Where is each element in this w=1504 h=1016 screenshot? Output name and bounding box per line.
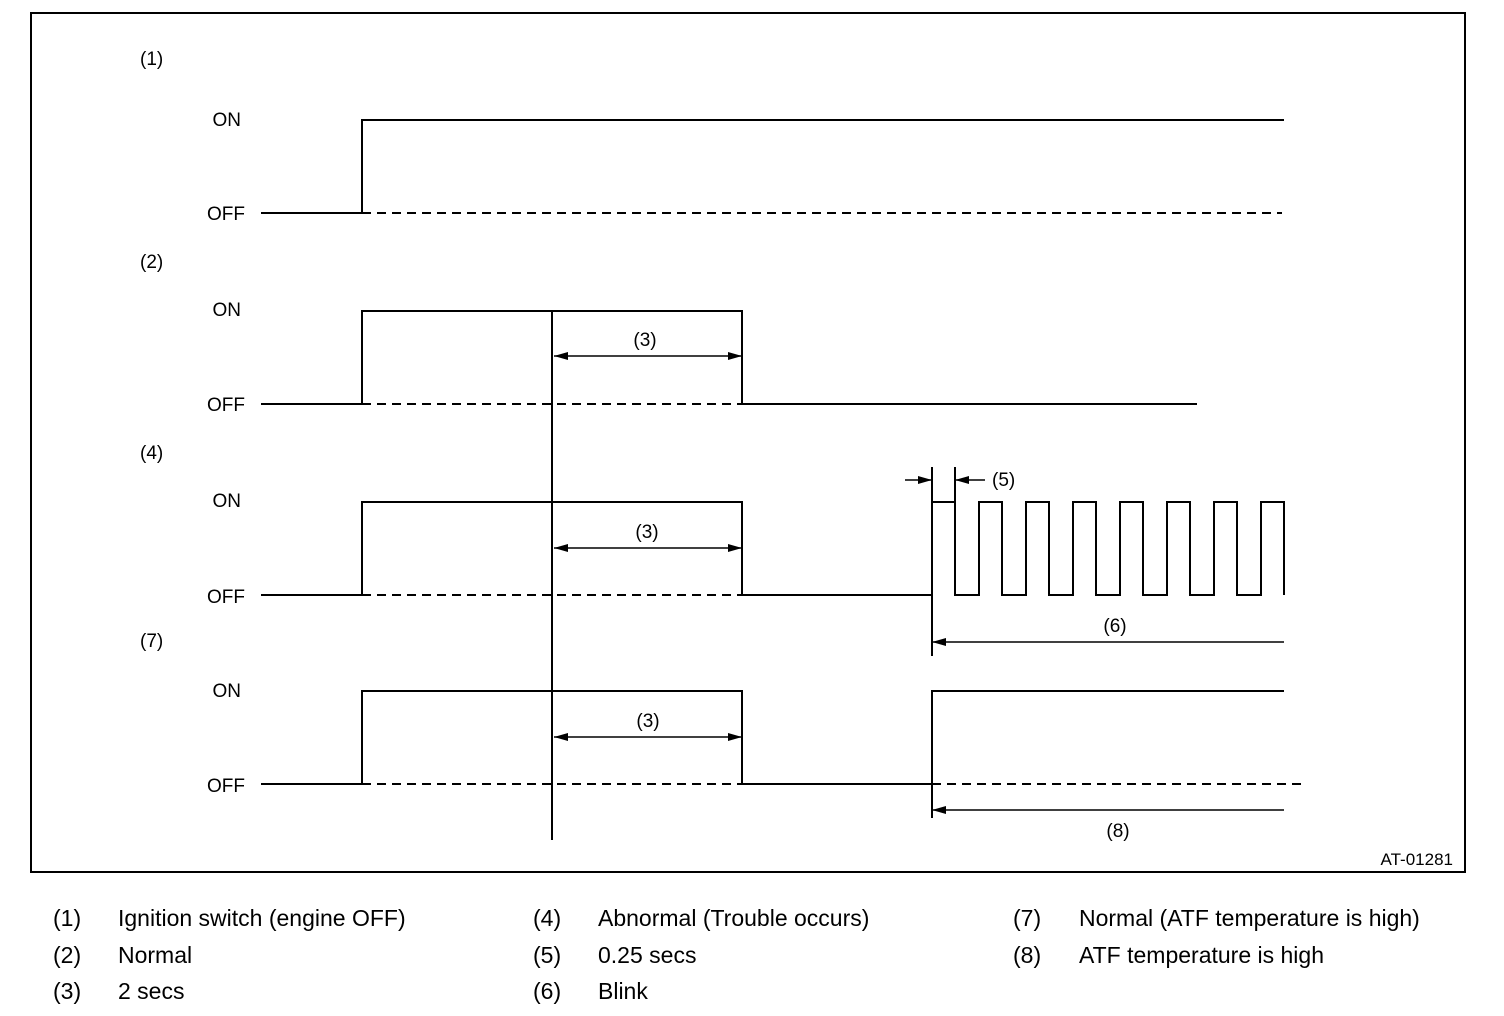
legend-text: Normal (ATF temperature is high) xyxy=(1079,905,1420,931)
blink-label: (6) xyxy=(1103,616,1126,637)
legend-key: (6) xyxy=(533,978,562,1004)
duration-label: (3) xyxy=(635,522,658,543)
level-off-label: OFF xyxy=(207,395,245,416)
legend-text: Blink xyxy=(598,978,648,1004)
legend-key: (2) xyxy=(53,942,82,968)
duration-label: (3) xyxy=(636,711,659,732)
legend-key: (7) xyxy=(1013,905,1042,931)
atf-label: (8) xyxy=(1106,821,1129,842)
legend-text: Normal xyxy=(118,942,193,968)
legend-text: 0.25 secs xyxy=(598,942,697,968)
blink-waveform xyxy=(931,501,1285,596)
level-on-label: ON xyxy=(213,681,242,702)
pulse-label: (5) xyxy=(992,470,1015,491)
level-on-label: ON xyxy=(213,110,242,131)
level-on-label: ON xyxy=(213,491,242,512)
atf-high-waveform xyxy=(261,690,1284,785)
normal-waveform xyxy=(261,310,1197,405)
legend-text: Abnormal (Trouble occurs) xyxy=(598,905,870,931)
figure-code: AT-01281 xyxy=(1381,850,1453,869)
arrowhead-left xyxy=(554,733,568,741)
ignition-waveform xyxy=(261,119,1284,214)
duration-label: (3) xyxy=(633,330,656,351)
row-marker-4: (4) xyxy=(140,443,163,464)
legend-key: (8) xyxy=(1013,942,1042,968)
row-marker-1: (1) xyxy=(140,49,163,70)
legend-text: ATF temperature is high xyxy=(1079,942,1325,968)
legend-key: (1) xyxy=(53,905,82,931)
diagram-frame xyxy=(30,12,1466,873)
level-on-label: ON xyxy=(213,300,242,321)
legend-text: Ignition switch (engine OFF) xyxy=(118,905,406,931)
legend-key: (3) xyxy=(53,978,82,1004)
row-marker-2: (2) xyxy=(140,252,163,273)
legend-key: (5) xyxy=(533,942,562,968)
abnormal-waveform xyxy=(261,501,932,596)
level-off-label: OFF xyxy=(207,204,245,225)
arrowhead-left xyxy=(554,352,568,360)
row-marker-7: (7) xyxy=(140,631,163,652)
legend-text: 2 secs xyxy=(118,978,185,1004)
level-off-label: OFF xyxy=(207,776,245,797)
arrowhead-left xyxy=(554,544,568,552)
legend-key: (4) xyxy=(533,905,562,931)
level-off-label: OFF xyxy=(207,587,245,608)
